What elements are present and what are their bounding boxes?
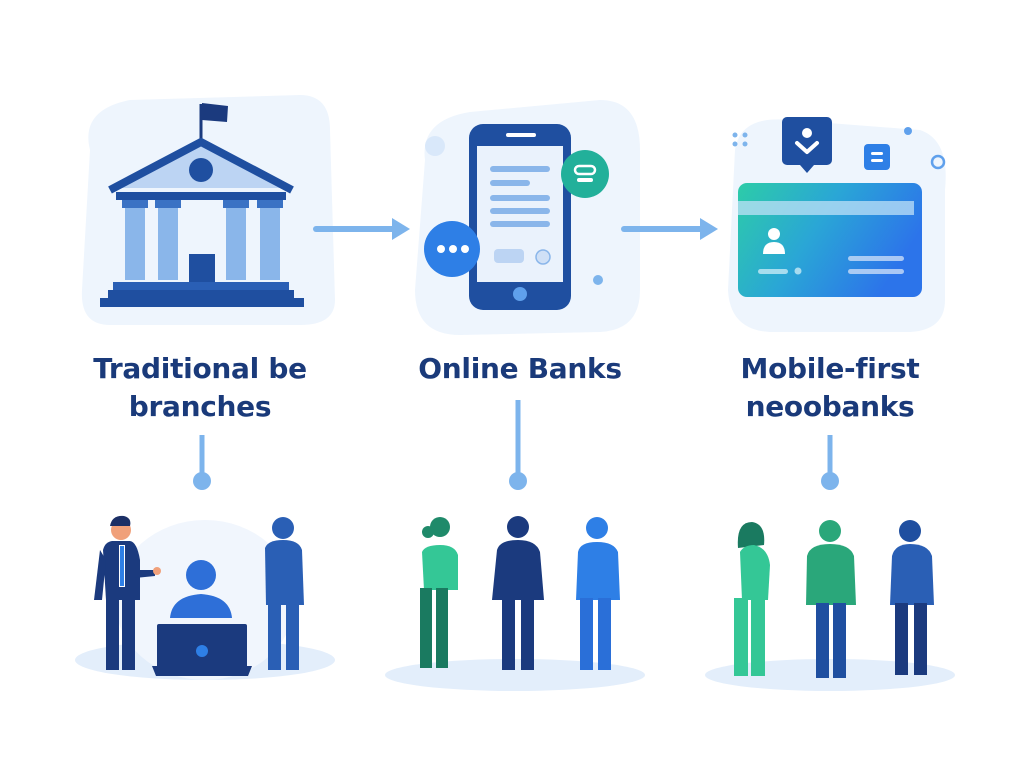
stage-label-line1: Mobile-first	[740, 352, 920, 385]
stage-label-line2: branches	[128, 390, 272, 423]
stage-label-line1: Traditional be	[93, 352, 307, 385]
stage-label-neobank: Mobile-first neoobanks	[690, 350, 970, 426]
stage-label-online: Online Banks	[380, 350, 660, 388]
stage-label-line2: neoobanks	[745, 390, 915, 423]
stage-label-traditional: Traditional be branches	[40, 350, 360, 426]
stage-label-line1: Online Banks	[418, 352, 622, 385]
